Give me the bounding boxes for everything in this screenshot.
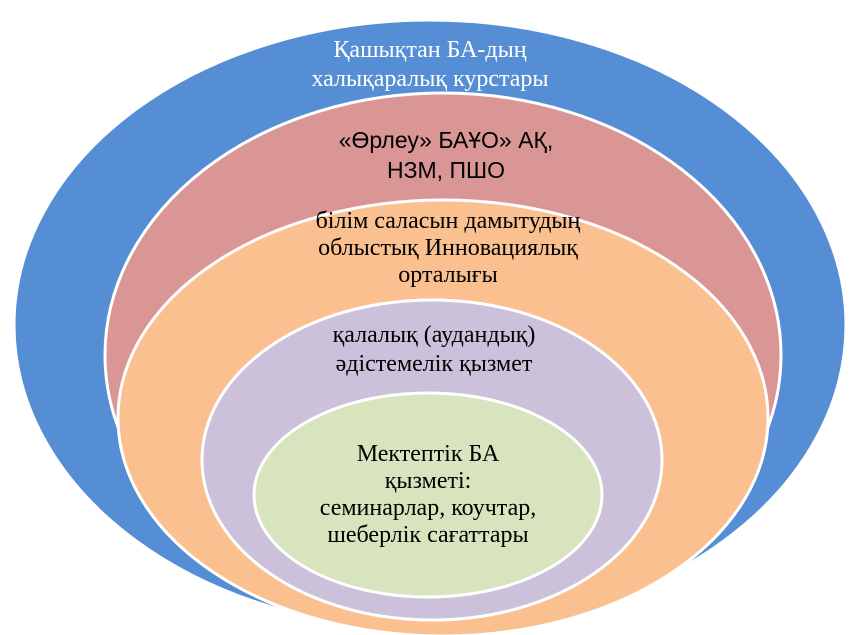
ring-international-courses-label-line: халықаралық курстары — [311, 66, 548, 92]
ring-regional-center-label-line: білім саласын дамытудың — [316, 208, 581, 234]
ring-orleu-label-line: «Өрлеу» БАҰО» АҚ, — [339, 127, 554, 153]
ring-school-service-label-line: шеберлік сағаттары — [327, 522, 528, 548]
ring-city-methodical-label-line: қалалық (аудандық) — [333, 322, 536, 348]
ring-school-service-shape — [252, 391, 604, 599]
ring-school-service-label-line: семинарлар, коучтар, — [320, 495, 536, 521]
ring-school-service-label-line: қызметі: — [385, 468, 472, 494]
ring-school-service-label-line: Мектептік БА — [357, 441, 500, 467]
ring-orleu-label-line: НЗМ, ПШО — [387, 157, 505, 183]
ring-regional-center-label-line: облыстық Инновациялық — [318, 235, 578, 261]
ring-international-courses-label-line: Қашықтан БА-дың — [333, 37, 526, 63]
ring-city-methodical-label-line: әдістемелік қызмет — [336, 351, 533, 377]
ring-regional-center-label-line: орталығы — [398, 262, 497, 288]
